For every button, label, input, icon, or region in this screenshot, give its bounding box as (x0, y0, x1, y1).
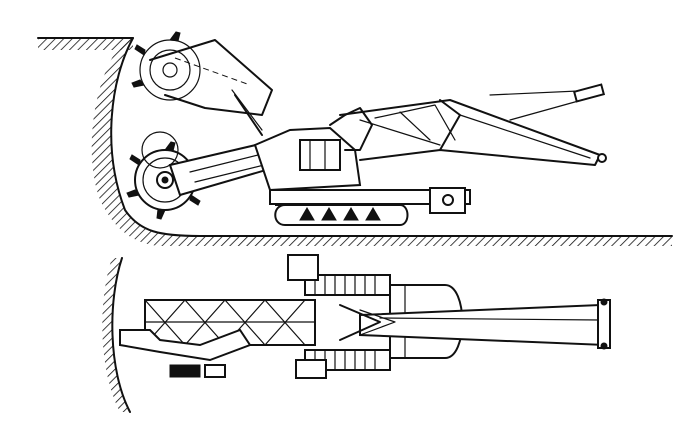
rock-face-hatching (37, 37, 673, 246)
bucket-wheel-raised (131, 31, 201, 101)
plan-crawler-tracks (287, 254, 391, 379)
plan-discharge-boom (339, 298, 611, 350)
discharge-boom (339, 83, 607, 166)
plan-wheel-boom (119, 299, 316, 378)
plan-view (102, 254, 611, 413)
bucket-wheel-upper-2 (141, 131, 179, 169)
plan-rock-face-hatching (102, 257, 131, 413)
superstructure (253, 107, 373, 192)
boom-raised-outline (149, 39, 273, 116)
side-elevation-view (37, 31, 673, 246)
crawler-track (269, 187, 471, 226)
